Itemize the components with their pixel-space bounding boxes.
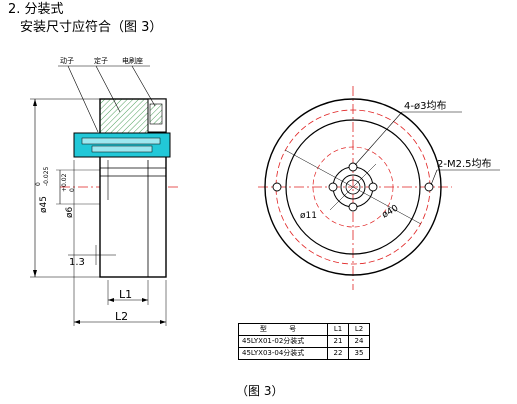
table-cell-l2: 35 [348,347,370,360]
callout-mover: 动子 [60,56,74,65]
header-l2: L2 [348,323,370,336]
svg-text:+0.02: +0.02 [61,173,68,192]
dim-offset: 1.3 [69,257,85,268]
threaded-hole [272,182,282,192]
note-bolt-holes: 4-ø3均布 [404,100,446,112]
callout-stator: 定子 [94,56,108,65]
rotor-collar [73,132,171,158]
table-header-row: 型 号 L1 L2 [238,323,370,336]
dim-l2: L2 [115,310,128,323]
front-end-view: 4-ø3均布 2-M2.5均布 ø11 ø40 [258,86,500,290]
section-subheading: 安装尺寸应符合（图 3） [20,20,163,35]
bolt-hole [328,182,338,192]
svg-text:-0.025: -0.025 [43,166,50,186]
table-cell-l2: 24 [348,335,370,348]
threaded-hole [424,182,434,192]
table-cell-model: 45LYX01-02分装式 [238,335,328,348]
spec-table: 型 号 L1 L2 45LYX01-02分装式 21 24 45LYX03-04… [238,323,370,360]
bolt-hole [348,202,358,212]
callout-brush-holder: 电刷座 [122,56,143,65]
bolt-hole [368,182,378,192]
outer-flange [264,98,442,276]
svg-text:0: 0 [69,188,76,192]
table-cell-l1: 21 [327,335,349,348]
dim-l1: L1 [119,288,132,301]
dim-outer-diameter: ø45 [39,196,49,213]
table-row: 45LYX01-02分装式 21 24 [238,335,370,348]
table-cell-model: 45LYX03-04分装式 [238,347,328,360]
figure-caption: （图 3） [236,384,284,398]
dim-inner-diameter: ø6 [65,206,75,218]
svg-text:0: 0 [35,182,42,186]
header-model: 型 号 [238,323,328,336]
section-heading: 2. 分装式 [8,2,64,17]
table-row: 45LYX03-04分装式 22 35 [238,347,370,360]
body-circle [285,119,421,255]
header-l1: L1 [327,323,349,336]
note-threaded-holes: 2-M2.5均布 [437,158,492,170]
table-cell-l1: 22 [327,347,349,360]
dim-outer-bolt-circle: ø40 [381,203,401,220]
side-section-view: 动子 定子 电刷座 ø45 0 -0.025 ø6 +0.02 [30,56,180,326]
dim-inner-bolt-circle: ø11 [300,211,317,221]
